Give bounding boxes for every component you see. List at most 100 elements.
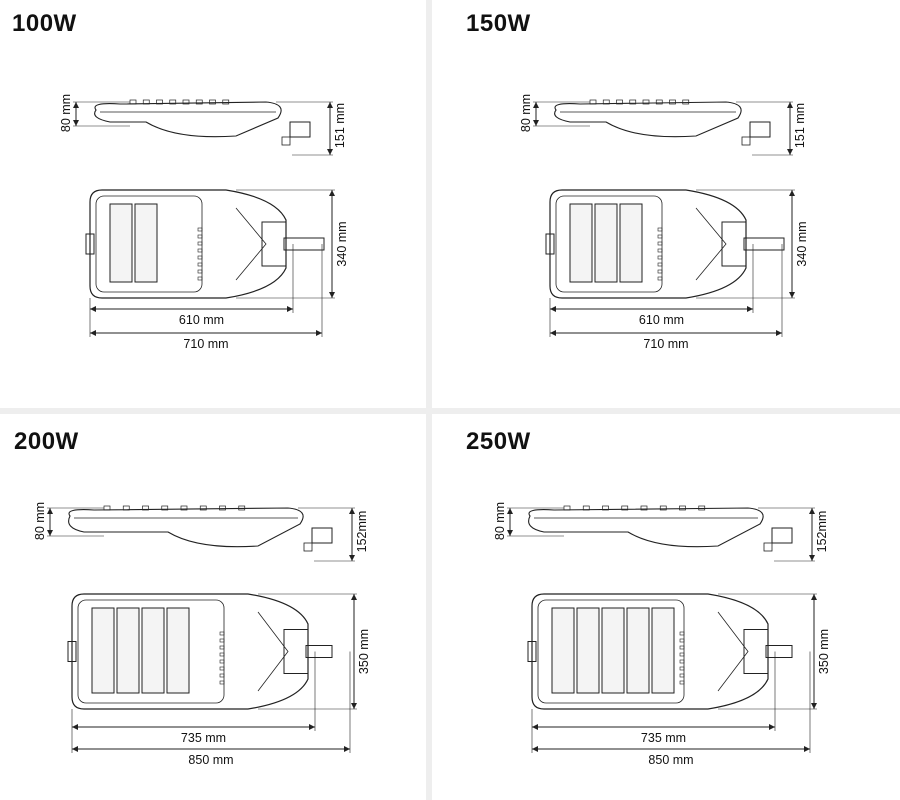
- vent-slot: [657, 262, 663, 267]
- side-view-bracket: [771, 527, 793, 544]
- led-module: [91, 607, 115, 694]
- side-view-bolt: [303, 542, 313, 552]
- vent-slot: [657, 248, 663, 253]
- vent-slot: [197, 234, 203, 239]
- led-module: [109, 203, 133, 283]
- side-view-bolt: [763, 542, 773, 552]
- top-view-body: [71, 593, 309, 710]
- side-view-fin: [640, 505, 648, 511]
- top-view-wedge: [695, 207, 727, 281]
- vent-slot: [679, 680, 685, 685]
- height-label: 80 mm: [519, 94, 533, 132]
- total-length-label: 710 mm: [183, 337, 228, 351]
- top-view-body: [89, 189, 287, 299]
- panel-title: 100W: [12, 10, 77, 37]
- total-length-label: 850 mm: [188, 753, 233, 767]
- side-total-label: 152mm: [355, 511, 369, 553]
- top-view-inner-frame: [555, 195, 663, 293]
- led-module: [594, 203, 618, 283]
- side-view-fin: [169, 99, 177, 105]
- width-label: 350 mm: [357, 629, 371, 674]
- lamp-drawing-150w: 80 mm 151 mm 340 mm 610 mm 710 mm: [519, 94, 809, 351]
- inner-length-label: 735 mm: [181, 731, 226, 745]
- vent-slot: [657, 227, 663, 232]
- vent-slot: [219, 645, 225, 650]
- inner-length-label: 610 mm: [179, 313, 224, 327]
- vent-slot: [219, 673, 225, 678]
- pole-adapter: [743, 237, 785, 251]
- inner-length-label: 735 mm: [641, 731, 686, 745]
- side-view-bracket: [311, 527, 333, 544]
- side-view-fin: [679, 505, 686, 511]
- vent-slot: [197, 276, 203, 281]
- height-label: 80 mm: [33, 502, 47, 540]
- side-view-bracket: [749, 121, 771, 138]
- led-module: [141, 607, 165, 694]
- top-view-wedge: [717, 611, 749, 692]
- led-module: [134, 203, 158, 283]
- vent-slot: [197, 255, 203, 260]
- height-label: 80 mm: [493, 502, 507, 540]
- side-view-fin: [199, 505, 207, 511]
- side-view-fin: [209, 99, 216, 105]
- lamp-drawing-100w: 80 mm 151 mm 340 mm 610 mm 710 mm: [59, 94, 349, 351]
- panel-title: 250W: [466, 428, 531, 455]
- vent-slot: [197, 241, 203, 246]
- led-module: [551, 607, 575, 694]
- vent-slot: [219, 652, 225, 657]
- side-view-body: [94, 101, 282, 138]
- side-view-bracket: [289, 121, 311, 138]
- pole-adapter: [283, 237, 325, 251]
- panel-150w: 150W 80 mm 151 mm 340 mm 610 mm 710 mm: [432, 0, 900, 408]
- vent-slot: [657, 276, 663, 281]
- led-module: [601, 607, 625, 694]
- side-view-fin: [642, 99, 650, 105]
- vent-slot: [219, 659, 225, 664]
- pole-adapter: [305, 645, 333, 658]
- top-view-body: [549, 189, 747, 299]
- lamp-drawing-200w: 80 mm 152mm 350 mm 735 mm 850 mm: [33, 502, 371, 767]
- vent-slot: [219, 631, 225, 636]
- top-view-inner-frame: [95, 195, 203, 293]
- side-view-fin: [182, 99, 190, 105]
- side-view-fin: [655, 99, 663, 105]
- side-view-fin: [180, 505, 188, 511]
- led-module: [166, 607, 190, 694]
- top-view-inner-frame: [77, 599, 225, 704]
- side-view-fin: [669, 99, 676, 105]
- side-view-bolt: [281, 136, 291, 146]
- top-view-inner-frame: [537, 599, 685, 704]
- side-view-bolt: [741, 136, 751, 146]
- side-view-fin: [621, 505, 629, 511]
- side-view-fin: [195, 99, 203, 105]
- pole-adapter: [765, 645, 793, 658]
- led-module: [576, 607, 600, 694]
- total-length-label: 850 mm: [648, 753, 693, 767]
- side-view-fin: [219, 505, 226, 511]
- horizontal-divider: [0, 408, 900, 414]
- vent-slot: [657, 234, 663, 239]
- side-view-fin: [659, 505, 667, 511]
- vent-slot: [679, 666, 685, 671]
- width-label: 340 mm: [795, 221, 809, 266]
- side-total-label: 151 mm: [333, 103, 347, 148]
- vent-slot: [679, 645, 685, 650]
- lamp-drawing-250w: 80 mm 152mm 350 mm 735 mm 850 mm: [493, 502, 831, 767]
- vent-slot: [657, 241, 663, 246]
- side-view-body: [68, 507, 304, 548]
- vent-slot: [679, 673, 685, 678]
- panel-200w: 200W 80 mm 152mm 350 mm 735 mm 850 mm: [0, 414, 426, 800]
- vent-slot: [197, 269, 203, 274]
- panel-100w: 100W 80 mm 151 mm 340 mm 610 mm 710 mm: [0, 0, 426, 408]
- top-view-wedge: [257, 611, 289, 692]
- vent-slot: [219, 666, 225, 671]
- led-module: [569, 203, 593, 283]
- vent-slot: [657, 255, 663, 260]
- vent-slot: [679, 638, 685, 643]
- vent-slot: [679, 631, 685, 636]
- top-view-wedge: [235, 207, 267, 281]
- panel-250w: 250W 80 mm 152mm 350 mm 735 mm 850 mm: [432, 414, 900, 800]
- vent-slot: [679, 659, 685, 664]
- vent-slot: [679, 652, 685, 657]
- side-view-body: [528, 507, 764, 548]
